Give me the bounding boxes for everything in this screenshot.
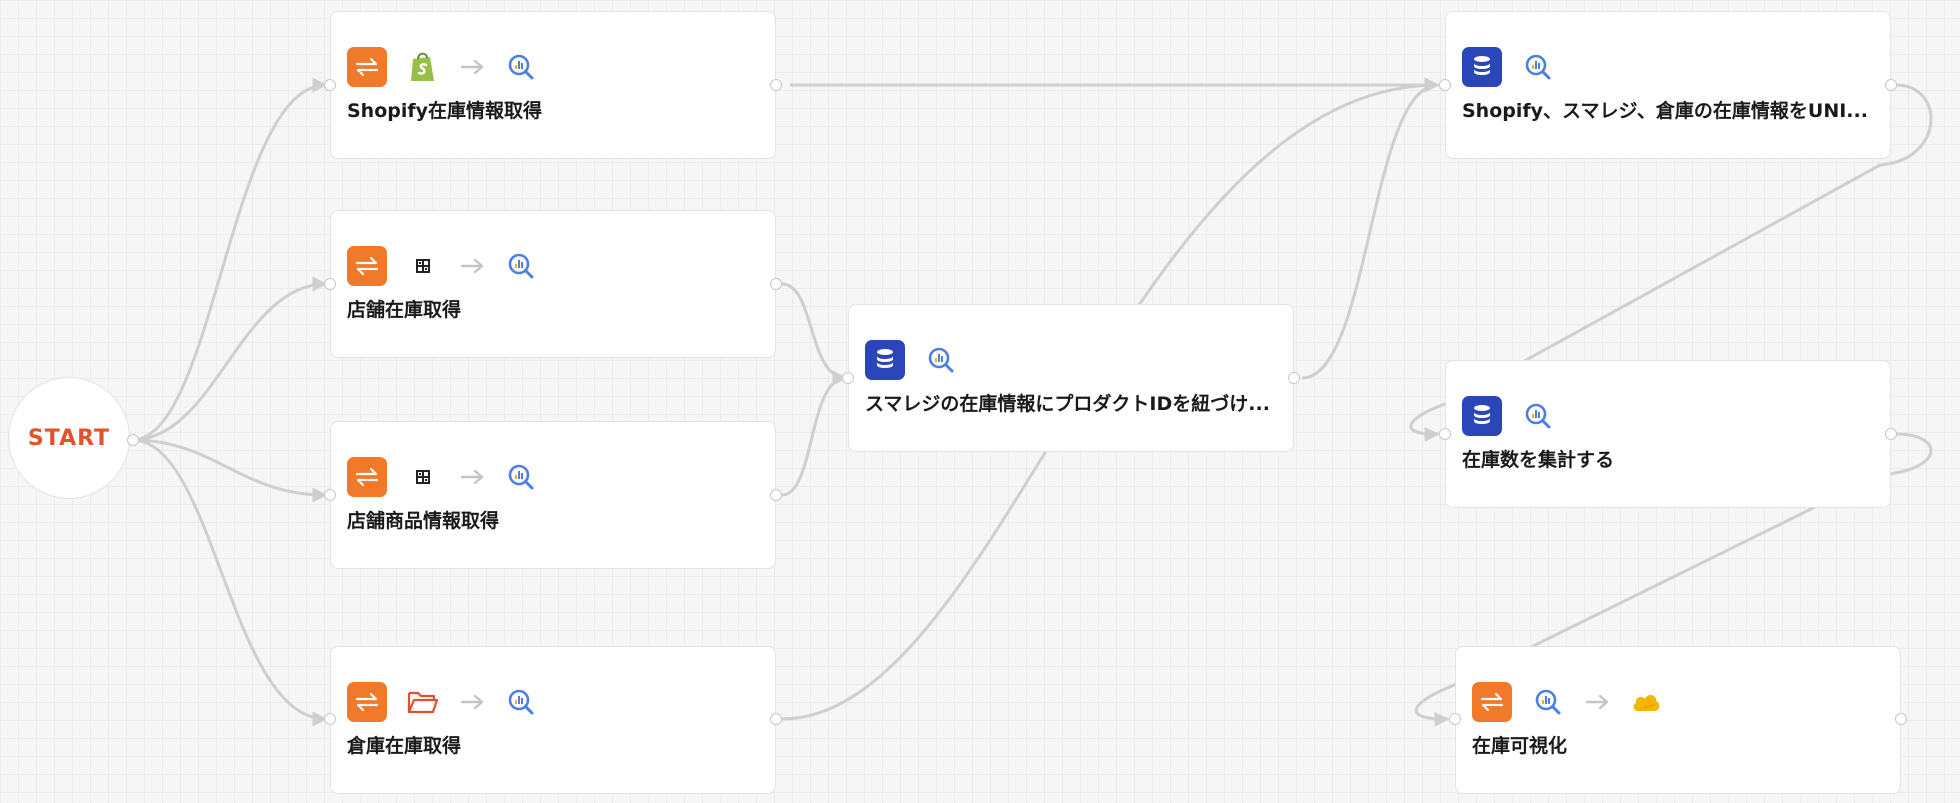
start-output-port[interactable] — [127, 434, 139, 446]
analytics-search-icon — [921, 340, 961, 380]
node-warehouse-output-port[interactable] — [770, 713, 782, 725]
node-store-products[interactable]: 店舗商品情報取得 — [330, 421, 776, 569]
start-node[interactable]: START — [8, 377, 130, 499]
node-join-output-port[interactable] — [1288, 372, 1300, 384]
node-title: 店舗在庫取得 — [347, 299, 462, 321]
node-title: 在庫数を集計する — [1462, 449, 1615, 471]
edge-start-to-shopify — [131, 77, 328, 442]
node-visualize-stock[interactable]: 在庫可視化 — [1455, 646, 1901, 794]
transfer-icon — [347, 47, 387, 87]
analytics-search-icon — [501, 682, 541, 722]
node-title: Shopify在庫情報取得 — [347, 100, 543, 122]
analytics-search-icon — [1518, 47, 1558, 87]
node-shopify-output-port[interactable] — [770, 79, 782, 91]
node-title: Shopify、スマレジ、倉庫の在庫情報をUNI... — [1462, 100, 1868, 122]
edge-start-to-store-stock — [131, 276, 328, 442]
analytics-search-icon — [501, 457, 541, 497]
node-store-products-output-port[interactable] — [770, 489, 782, 501]
arrow-right-icon — [459, 682, 487, 722]
analytics-search-icon — [501, 47, 541, 87]
node-shopify-inventory[interactable]: Shopify在庫情報取得 — [330, 11, 776, 159]
node-union-output-port[interactable] — [1885, 79, 1897, 91]
node-warehouse-input-port[interactable] — [324, 713, 336, 725]
arrow-right-icon — [459, 47, 487, 87]
node-title: 倉庫在庫取得 — [347, 735, 462, 757]
edge-start-to-warehouse — [131, 438, 328, 727]
node-union-input-port[interactable] — [1439, 79, 1451, 91]
node-title: 店舗商品情報取得 — [347, 510, 500, 532]
node-union-inventory[interactable]: Shopify、スマレジ、倉庫の在庫情報をUNI... — [1445, 11, 1891, 159]
edge-store-products-to-join — [781, 370, 848, 497]
analytics-search-icon — [501, 246, 541, 286]
node-store-stock[interactable]: 店舗在庫取得 — [330, 210, 776, 358]
database-icon — [1462, 396, 1502, 436]
transfer-icon — [347, 682, 387, 722]
node-store-stock-output-port[interactable] — [770, 278, 782, 290]
smaregi-icon — [403, 246, 443, 286]
node-aggregate-stock[interactable]: 在庫数を集計する — [1445, 360, 1891, 508]
edge-store-stock-to-join — [781, 282, 848, 386]
analytics-search-icon — [1528, 682, 1568, 722]
arrow-right-icon — [1584, 682, 1612, 722]
transfer-icon — [347, 246, 387, 286]
node-visualize-output-port[interactable] — [1895, 713, 1907, 725]
arrow-right-icon — [459, 246, 487, 286]
node-title: 在庫可視化 — [1472, 735, 1568, 757]
transfer-icon — [1472, 682, 1512, 722]
node-store-stock-input-port[interactable] — [324, 278, 336, 290]
arrow-right-icon — [459, 457, 487, 497]
smaregi-icon — [403, 457, 443, 497]
edge-start-to-store-products — [131, 438, 328, 503]
node-aggregate-output-port[interactable] — [1885, 428, 1897, 440]
node-title: スマレジの在庫情報にプロダクトIDを紐づけ... — [865, 393, 1270, 415]
edge-join-to-union — [1301, 77, 1440, 380]
database-icon — [865, 340, 905, 380]
node-visualize-input-port[interactable] — [1449, 713, 1461, 725]
edge-union-to-aggregate — [1409, 83, 1933, 442]
cloud-icon — [1626, 682, 1666, 722]
node-shopify-input-port[interactable] — [324, 79, 336, 91]
analytics-search-icon — [1518, 396, 1558, 436]
folder-icon — [403, 682, 443, 722]
node-join-input-port[interactable] — [842, 372, 854, 384]
database-icon — [1462, 47, 1502, 87]
node-join-product-id[interactable]: スマレジの在庫情報にプロダクトIDを紐づけ... — [848, 304, 1294, 452]
node-aggregate-input-port[interactable] — [1439, 428, 1451, 440]
shopify-icon — [403, 47, 443, 87]
transfer-icon — [347, 457, 387, 497]
start-label: START — [27, 425, 111, 451]
node-warehouse-stock[interactable]: 倉庫在庫取得 — [330, 646, 776, 794]
node-store-products-input-port[interactable] — [324, 489, 336, 501]
